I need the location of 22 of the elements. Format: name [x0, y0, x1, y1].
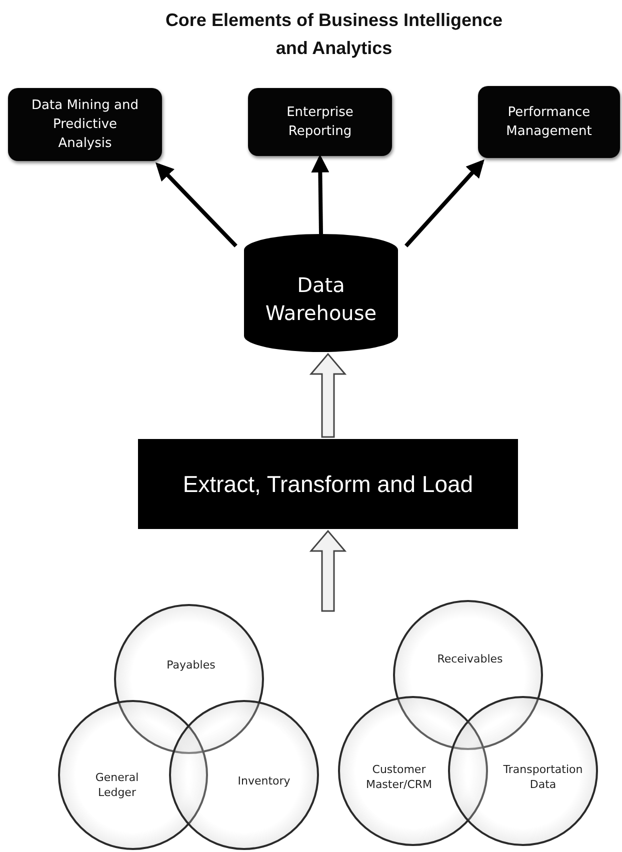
database-cylinder [244, 234, 398, 352]
title: Core Elements of Business Intelligence and Analytics [164, 9, 504, 60]
arrow [156, 162, 238, 248]
node-label: Payables [166, 658, 216, 672]
block-arrow [309, 352, 347, 438]
node-label: Enterprise Reporting [286, 104, 354, 141]
node-label: Customer Master/CRM [364, 762, 434, 792]
node-label: Data Mining and Predictive Analysis [30, 97, 140, 153]
process-box [138, 439, 518, 529]
node-label: Data Warehouse [264, 272, 378, 327]
process-box [248, 88, 392, 156]
arrow [404, 159, 484, 248]
node-label: Receivables [437, 652, 503, 666]
node-label: General Ledger [94, 770, 140, 800]
block-arrow [309, 530, 347, 612]
node-label: Performance Management [505, 104, 593, 141]
node-label: Transportation Data [502, 762, 584, 792]
process-box [478, 86, 620, 158]
process-box [8, 88, 162, 161]
node-label: Inventory [238, 774, 290, 788]
node-label: Extract, Transform and Load [182, 470, 474, 498]
arrow [311, 154, 330, 234]
